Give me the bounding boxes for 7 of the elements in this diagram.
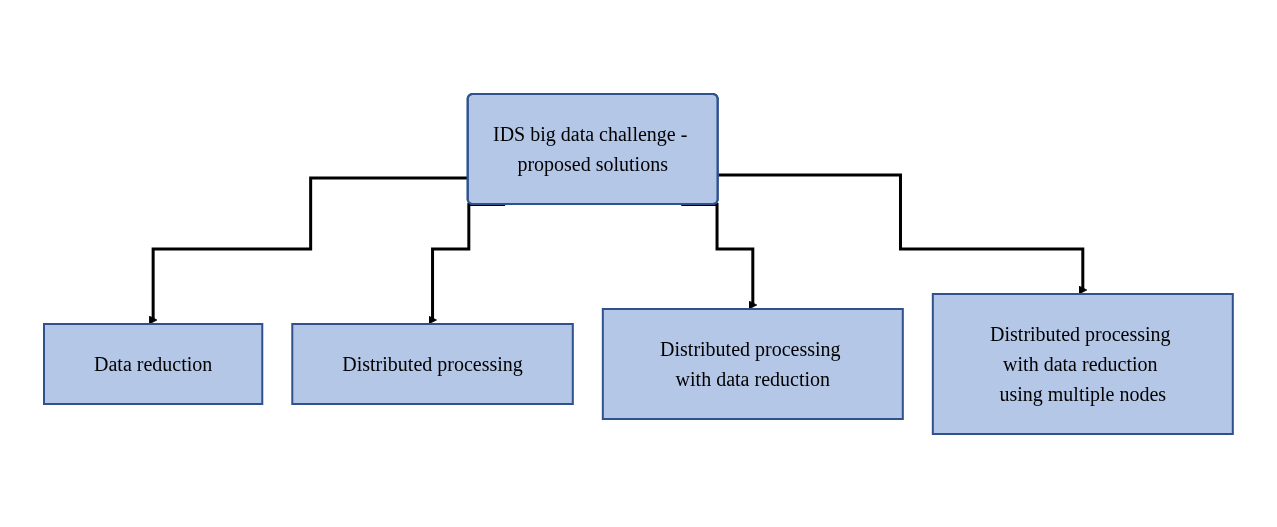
- node-box: Distributed processing with data reduction: [601, 307, 904, 420]
- node-box: Distributed processing with data reduction using multiple nodes: [931, 292, 1234, 435]
- node-box: Data reduction: [43, 322, 264, 405]
- arrow: [718, 173, 1088, 294]
- arrow: [428, 202, 506, 324]
- arrow: [681, 202, 758, 309]
- node-box: Distributed processing: [291, 322, 574, 405]
